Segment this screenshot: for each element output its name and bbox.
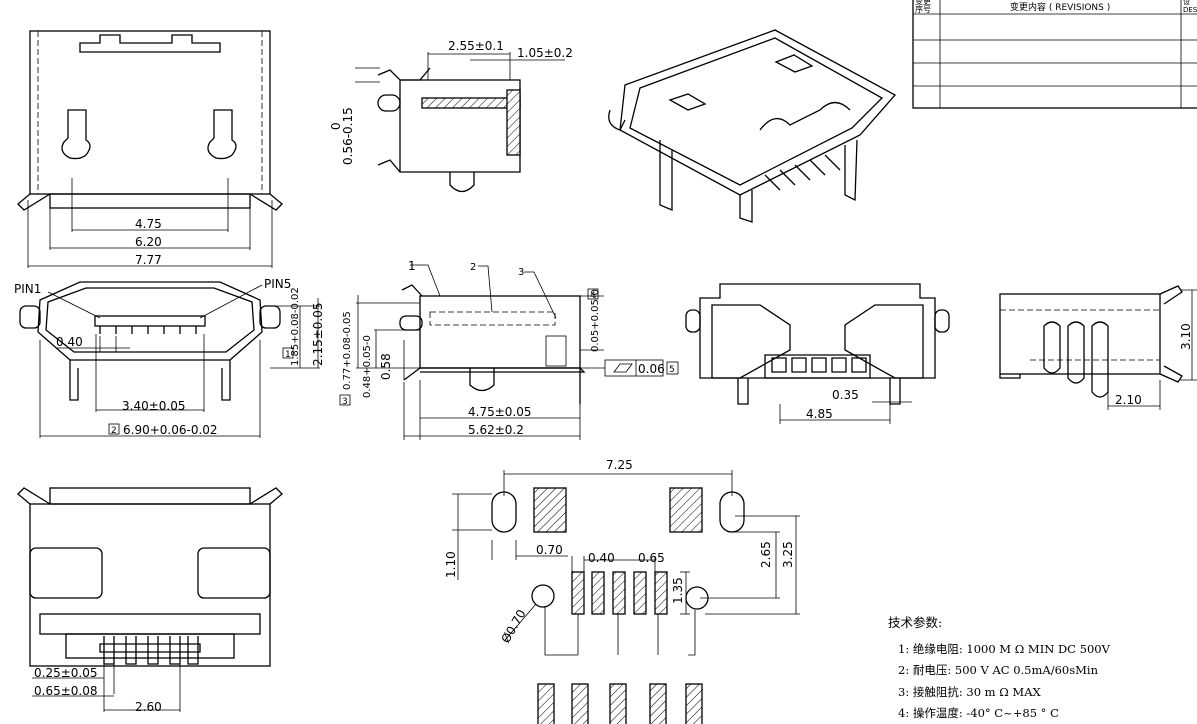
footprint-dim-h1: 2.65 <box>759 541 773 568</box>
front-lower-view <box>19 281 320 438</box>
front-dim-outer: 7.77 <box>135 253 162 267</box>
bottom-dim-b: 0.65±0.08 <box>34 684 98 698</box>
spec-item-3: 3: 接触阻抗: 30 m Ω MAX <box>898 685 1041 699</box>
front-lower-dim-h1-box: 1 <box>282 347 294 360</box>
top-view-dim-a: 0.35 <box>832 388 859 402</box>
callout-2: 2 <box>470 262 476 273</box>
front-lower-dim-width: 6.90+0.06-0.02 <box>123 423 218 437</box>
flatness-box: 5 <box>666 361 679 375</box>
revisions-col-seq: 变更 序号 <box>915 0 931 14</box>
top-view-dim-b: 4.85 <box>806 407 833 421</box>
section-dim-h-a-box-num: 3 <box>342 397 348 407</box>
isometric-view <box>608 29 897 223</box>
front-lower-dim-pin-span: 3.40±0.05 <box>122 399 186 413</box>
section-dim-h-c: 0.58 <box>379 353 393 380</box>
callout-3: 3 <box>518 267 524 278</box>
footprint-dim-pad-w: 0.40 <box>588 551 615 565</box>
section-dim-right-box: 4 <box>587 288 599 301</box>
front-lower-dim-pitch: 0.40 <box>56 335 83 349</box>
section-dim-h-b: 0.48+0.05-0 <box>362 335 373 398</box>
section-dim-bottom-b: 5.62±0.2 <box>468 423 524 437</box>
revisions-col-right-bottom: DES <box>1183 6 1197 14</box>
front-lower-dim-h1-box-num: 1 <box>285 350 291 360</box>
front-lower-dim-width-box: 2 <box>108 423 120 436</box>
footprint-dim-pad-gap: 1.35 <box>671 577 685 604</box>
footprint-view <box>452 470 800 724</box>
revisions-col-right: 设 DES <box>1183 0 1197 14</box>
callout-1: 1 <box>408 259 416 273</box>
section-view <box>356 264 664 440</box>
front-dim-mid: 6.20 <box>135 235 162 249</box>
footprint-pads <box>571 571 668 615</box>
section-dim-bottom-a: 4.75±0.05 <box>468 405 532 419</box>
side-dim-top-a: 2.55±0.1 <box>448 39 504 53</box>
revisions-table <box>912 0 1197 109</box>
bottom-dim-a: 0.25±0.05 <box>34 666 98 680</box>
section-dim-h-a-box: 3 <box>339 394 351 407</box>
front-dim-inner: 4.75 <box>135 217 162 231</box>
right-view-dim-height: 3.10 <box>1179 323 1193 350</box>
footprint-dim-slot-w: 0.70 <box>536 543 563 557</box>
spec-item-2: 2: 耐电压: 500 V AC 0.5mA/60sMin <box>898 663 1098 677</box>
section-dim-h-a: 0.77+0.08-0.05 <box>342 311 353 390</box>
footprint-dim-hole: Ø0.70 <box>498 607 528 645</box>
footprint-dim-slot-h: 1.10 <box>444 551 458 578</box>
side-dim-top-b: 1.05±0.2 <box>517 46 573 60</box>
side-dim-vertical: 0.56-0.15 <box>341 107 355 165</box>
right-view <box>999 285 1197 410</box>
footprint-dim-width: 7.25 <box>606 458 633 472</box>
bottom-view <box>17 487 283 712</box>
top-view <box>685 283 950 424</box>
revisions-col-seq-sub: 序号 <box>915 5 931 14</box>
revisions-col-content: 变更内容 ( REVISIONS ) <box>1010 3 1111 13</box>
footprint-lower-pads <box>537 683 703 724</box>
section-dim-right: 0.05+0.05-0 <box>590 289 601 352</box>
footprint-dim-h2: 3.25 <box>781 541 795 568</box>
section-dim-right-box-num: 4 <box>590 291 596 301</box>
front-lower-dim-width-box-num: 2 <box>111 426 117 436</box>
right-view-dim-width: 2.10 <box>1115 393 1142 407</box>
revisions-col-right-top: 设 <box>1183 0 1190 6</box>
pin5-label: PIN5 <box>264 277 291 291</box>
specs-title: 技术参数: <box>888 615 943 630</box>
spec-item-4: 4: 操作温度: -40° C~+85 ° C <box>898 706 1059 720</box>
flatness-value: 0.06 <box>638 362 665 376</box>
front-lower-dim-h2: 2.15±0.05 <box>311 303 325 367</box>
side-view <box>355 52 565 193</box>
pin1-label: PIN1 <box>14 282 41 296</box>
footprint-dim-pitch: 0.65 <box>638 551 665 565</box>
bottom-dim-c: 2.60 <box>135 700 162 714</box>
flatness-box-num: 5 <box>669 365 675 375</box>
revisions-col-seq-cn: 变更 <box>915 0 931 6</box>
front-lower-dim-h1: 1.85+0.08-0.02 <box>290 287 301 366</box>
front-view <box>17 30 283 268</box>
side-dim-vertical-zero: 0 <box>329 122 343 130</box>
spec-item-1: 1: 绝缘电阻: 1000 M Ω MIN DC 500V <box>898 642 1110 656</box>
